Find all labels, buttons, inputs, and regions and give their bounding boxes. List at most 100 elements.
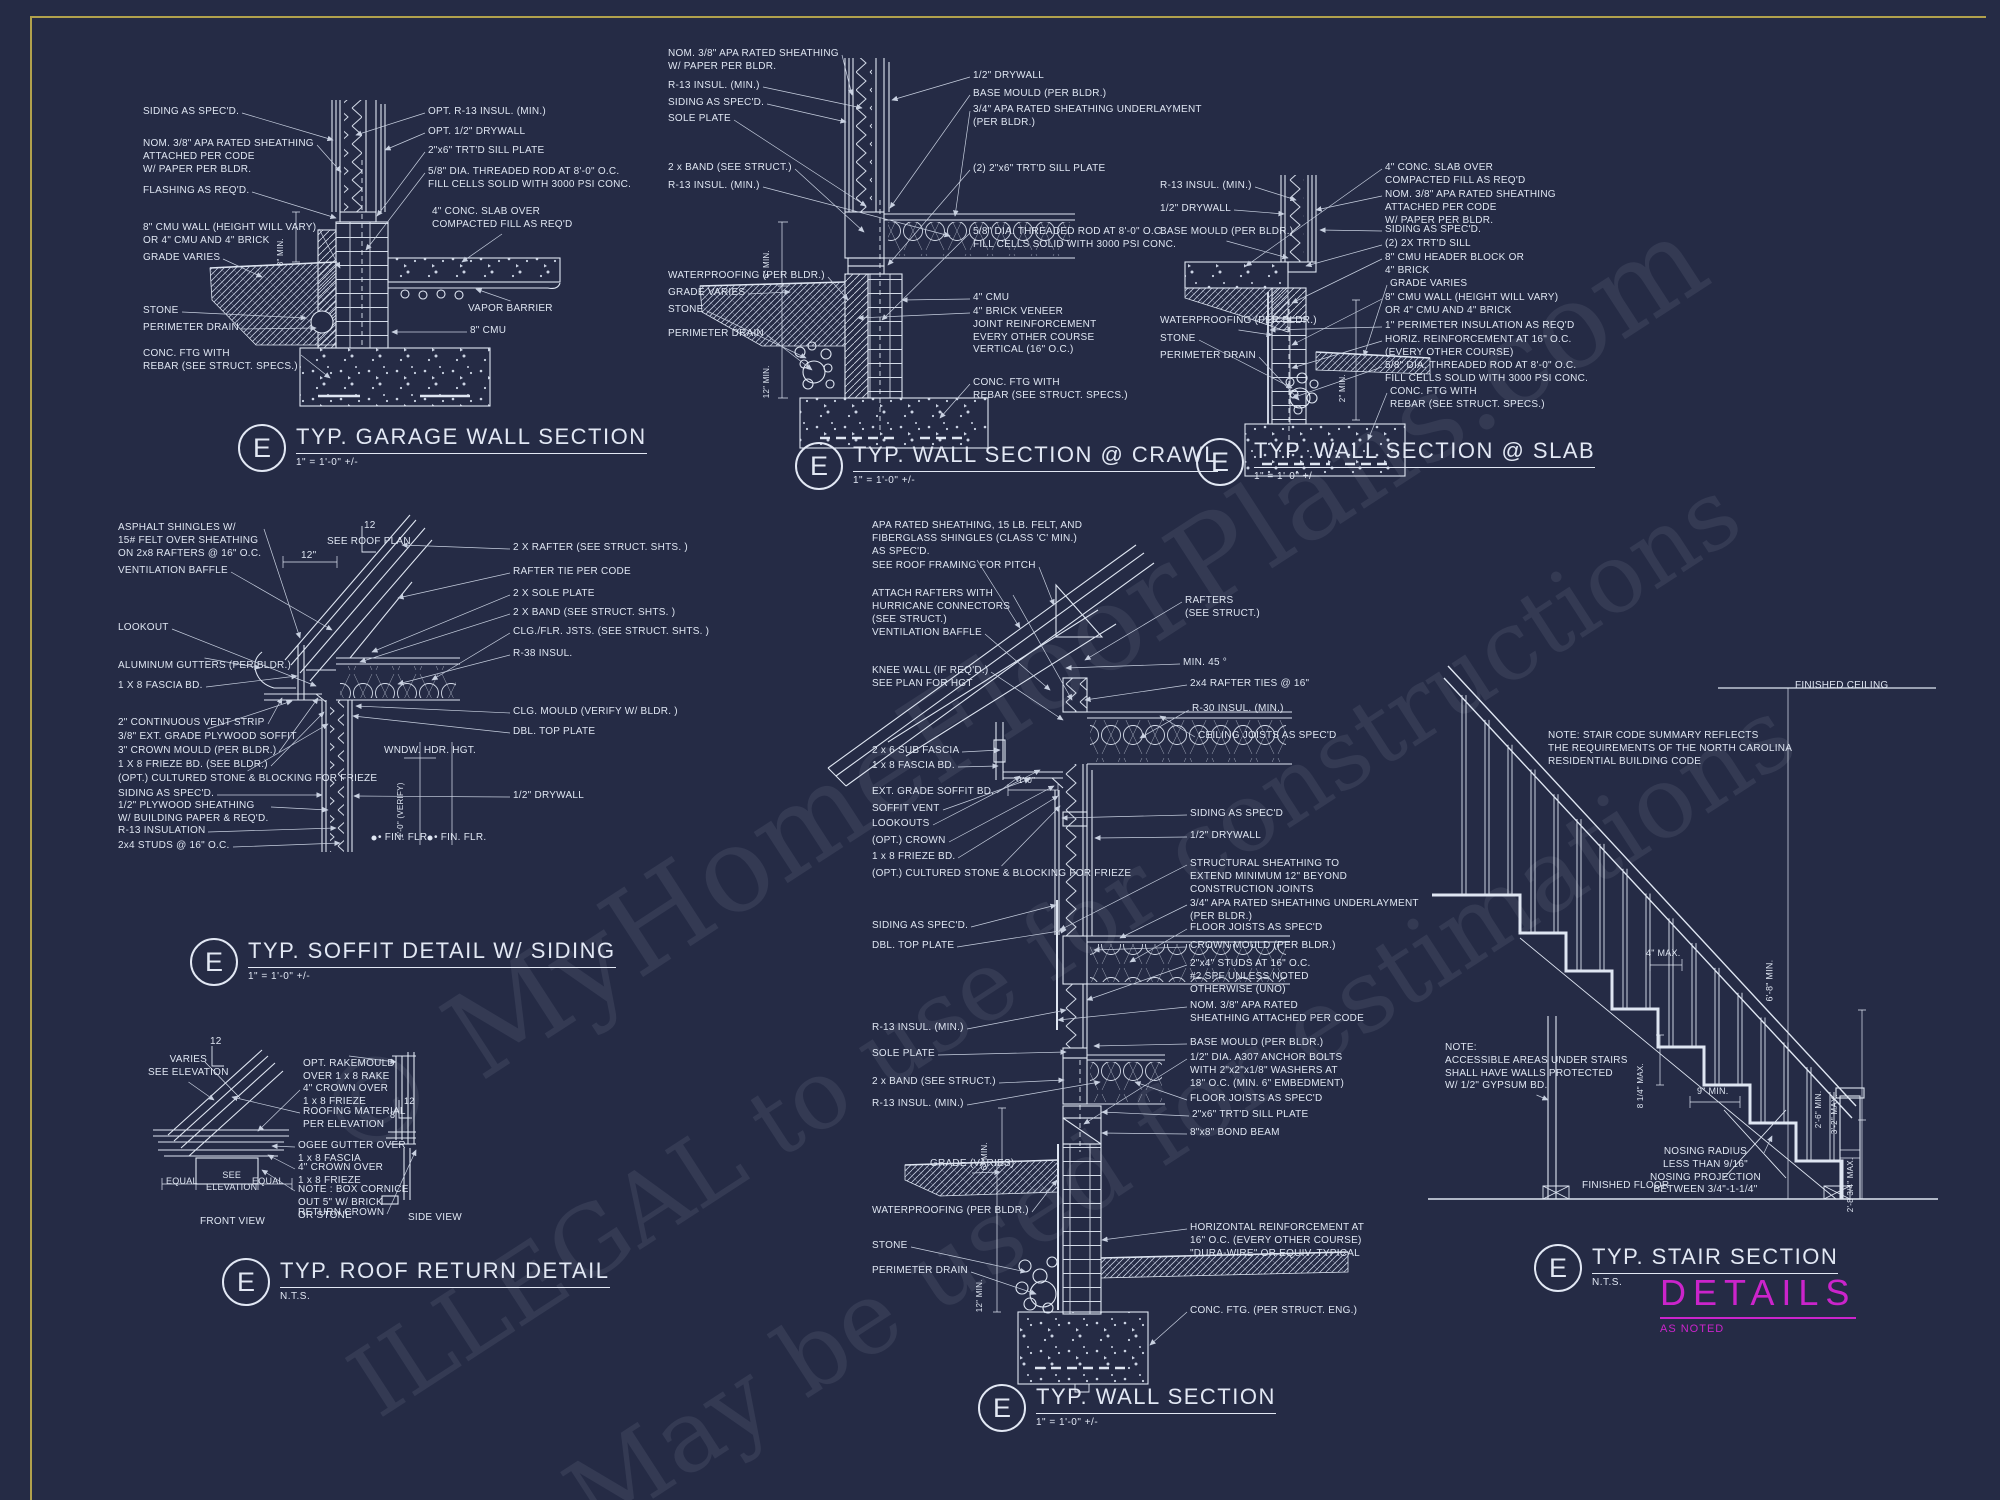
label-garage: CONC. FTG WITH REBAR (SEE STRUCT. SPECS.… [143, 348, 298, 372]
label-roof_return: 4" CROWN OVER 1 x 8 FRIEZE [303, 1083, 389, 1107]
label-roof_return: OGEE GUTTER OVER 1 x 8 FASCIA [298, 1140, 406, 1164]
label-stair: 6'-8" MIN. [1764, 959, 1775, 1002]
label-garage: FLASHING AS REQ'D. [143, 185, 250, 196]
label-soffit: 12" [301, 550, 317, 561]
label-wall: SOLE PLATE [872, 1048, 935, 1059]
detail-title-scale: 1" = 1'-0" +/- [296, 457, 359, 468]
sheet-border-top [30, 16, 1986, 18]
label-garage: SIDING AS SPEC'D. [143, 106, 240, 117]
label-wall: 2"x6" TRT'D SILL PLATE [1192, 1109, 1309, 1120]
label-wall: SIDING AS SPEC'D. [872, 920, 969, 931]
label-garage: OPT. R-13 INSUL. (MIN.) [428, 106, 546, 117]
label-wall: STRUCTURAL SHEATHING TO EXTEND MINIMUM 1… [1190, 858, 1348, 895]
detail-title-slab: E TYP. WALL SECTION @ SLAB 1" = 1'-0" +/- [1196, 438, 1596, 486]
label-slab: HORIZ. REINFORCEMENT AT 16" O.C. (EVERY … [1385, 334, 1572, 358]
label-wall: 6" MIN. [979, 1142, 989, 1171]
label-garage: PERIMETER DRAIN [143, 322, 239, 333]
detail-ref-bubble: E [1196, 438, 1244, 486]
label-slab: 5/8" DIA. THREADED ROD AT 8'-0" O.C. FIL… [1385, 360, 1589, 384]
label-stair: 3'-2" MAX. [1829, 1094, 1839, 1135]
label-slab: 8" CMU HEADER BLOCK OR 4" BRICK [1385, 252, 1525, 276]
label-slab: 4" CONC. SLAB OVER COMPACTED FILL AS REQ… [1385, 162, 1526, 186]
label-garage: GRADE VARIES [143, 252, 221, 263]
sheet-title-scale: AS NOTED [1660, 1323, 1725, 1335]
label-soffit: 2" CONTINUOUS VENT STRIP [118, 717, 265, 728]
label-slab: 1/2" DRYWALL [1160, 203, 1232, 214]
detail-ref-bubble: E [190, 938, 238, 986]
label-garage: 2"x6" TRT'D SILL PLATE [428, 145, 545, 156]
label-soffit: SEE ROOF PLAN [327, 536, 411, 547]
label-roof_return: 4" CROWN OVER 1 x 8 FRIEZE [298, 1162, 384, 1186]
label-slab: STONE [1160, 333, 1196, 344]
label-stair: NOSING RADIUS LESS THAN 9/16" NOSING PRO… [1650, 1146, 1761, 1196]
label-wall: APA RATED SHEATHING, 15 LB. FELT, AND FI… [872, 520, 1083, 557]
label-soffit: • FIN. FLR. [378, 832, 431, 843]
label-garage: 4" CONC. SLAB OVER COMPACTED FILL AS REQ… [432, 206, 573, 230]
label-crawl: BASE MOULD (PER BLDR.) [973, 88, 1107, 99]
detail-title-scale: 1" = 1'-0" +/- [1254, 471, 1317, 482]
label-wall: 2 x 6 SUB FASCIA [872, 745, 960, 756]
label-wall: VENTILATION BAFFLE [872, 627, 982, 638]
detail-title-text: TYP. WALL SECTION [1036, 1384, 1276, 1414]
label-wall: (OPT.) CULTURED STONE & BLOCKING FOR FRI… [872, 868, 1132, 879]
detail-ref-bubble: E [222, 1258, 270, 1306]
label-crawl: 4" CMU [973, 292, 1010, 303]
label-soffit: 1/2" DRYWALL [513, 790, 585, 801]
label-soffit: R-38 INSUL. [513, 648, 573, 659]
label-wall: PERIMETER DRAIN [872, 1265, 968, 1276]
label-soffit: 12 [364, 520, 376, 531]
label-crawl: 12" MIN. [761, 365, 771, 399]
label-roof_return: 8 [390, 1110, 396, 1120]
label-soffit: 2x4 STUDS @ 16" O.C. [118, 840, 230, 851]
label-wall: RAFTERS (SEE STRUCT.) [1185, 595, 1260, 619]
detail-title-scale: N.T.S. [1592, 1277, 1623, 1288]
detail-title-text: TYP. GARAGE WALL SECTION [296, 424, 647, 454]
label-soffit: LOOKOUT [118, 622, 169, 633]
label-soffit: • FIN. FLR. [434, 832, 487, 843]
label-garage: NOM. 3/8" APA RATED SHEATHING ATTACHED P… [143, 138, 314, 175]
label-soffit: R-13 INSULATION [118, 825, 206, 836]
label-soffit: CLG. MOULD (VERIFY W/ BLDR. ) [513, 706, 678, 717]
label-wall: CEILING JOISTS AS SPEC'D [1198, 730, 1337, 741]
detail-title-text: TYP. SOFFIT DETAIL W/ SIDING [248, 938, 616, 968]
label-roof_return: SEE ELEVATION [206, 1170, 258, 1192]
label-crawl: CONC. FTG WITH REBAR (SEE STRUCT. SPECS.… [973, 377, 1128, 401]
label-slab: BASE MOULD (PER BLDR.) [1160, 226, 1294, 237]
detail-ref-bubble: E [238, 424, 286, 472]
sheet-title: DETAILS [1660, 1272, 1857, 1319]
label-roof_return: FRONT VIEW [200, 1216, 266, 1227]
label-slab: 2" MIN. [1337, 374, 1347, 403]
label-wall: 1 x 8 FASCIA BD. [872, 760, 955, 771]
label-roof_return: RETURN CROWN [298, 1207, 385, 1218]
sheet-border-left [30, 16, 32, 1500]
label-wall: STONE [872, 1240, 908, 1251]
label-garage: 8" CMU [470, 325, 507, 336]
label-soffit: 2 X RAFTER (SEE STRUCT. SHTS. ) [513, 542, 688, 553]
detail-title-text: TYP. STAIR SECTION [1592, 1244, 1839, 1274]
label-wall: 1 x 8 FRIEZE BD. [872, 851, 956, 862]
label-wall: 2 x BAND (SEE STRUCT.) [872, 1076, 996, 1087]
label-slab: R-13 INSUL. (MIN.) [1160, 180, 1252, 191]
label-stair: 2'-8 3/4" MAX. [1845, 1157, 1855, 1213]
label-stair: FINISHED FLOOR [1582, 1180, 1670, 1191]
detail-title-scale: 1" = 1'-0" +/- [1036, 1417, 1099, 1428]
label-garage: 5/8" DIA. THREADED ROD AT 8'-0" O.C. FIL… [428, 166, 632, 190]
label-crawl: 5/8" DIA. THREADED ROD AT 8'-0" O.C. FIL… [973, 226, 1177, 250]
label-wall: R-13 INSUL. (MIN.) [872, 1022, 964, 1033]
label-crawl: STONE [668, 304, 704, 315]
label-roof_return: EQUAL [252, 1176, 284, 1186]
label-soffit: WNDW. HDR. HGT. [384, 745, 477, 756]
detail-title-text: TYP. ROOF RETURN DETAIL [280, 1258, 610, 1288]
label-roof_return: EQUAL [166, 1176, 198, 1186]
label-wall: 1/2" DRYWALL [1190, 830, 1262, 841]
label-wall: EXT. GRADE SOFFIT BD. [872, 786, 995, 797]
detail-title-text: TYP. WALL SECTION @ SLAB [1254, 438, 1596, 468]
label-soffit: 2 X BAND (SEE STRUCT. SHTS. ) [513, 607, 676, 618]
label-soffit: (OPT.) CULTURED STONE & BLOCKING FOR FRI… [118, 773, 378, 784]
label-crawl: GRADE VARIES [668, 287, 746, 298]
